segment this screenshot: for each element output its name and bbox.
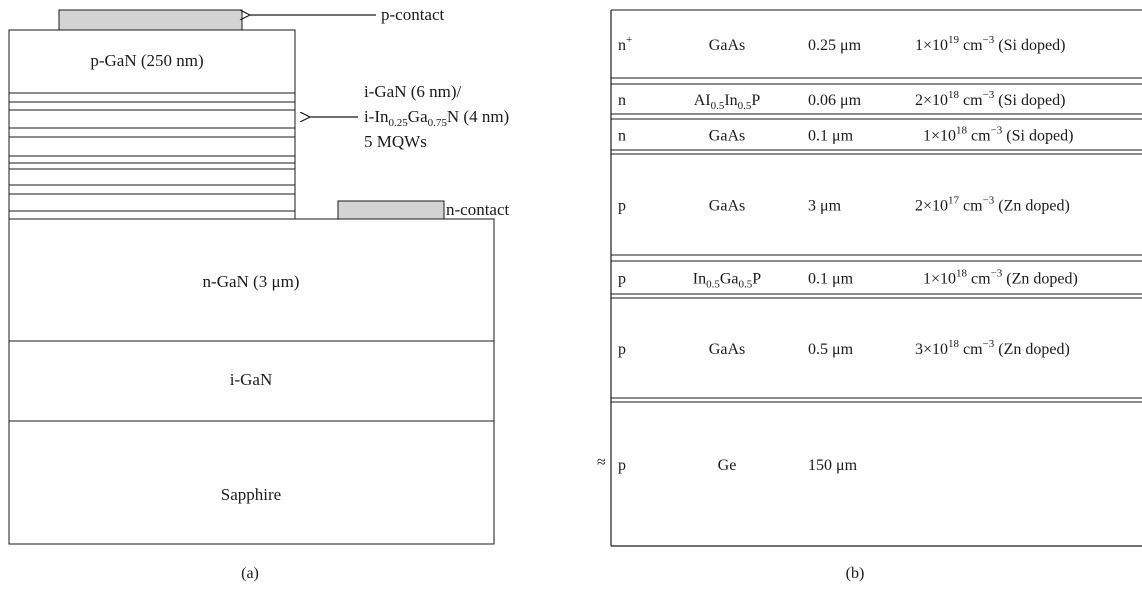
n-gan-layer <box>8 218 495 342</box>
panel-a-caption: (a) <box>241 565 259 582</box>
row-type: p <box>618 457 626 474</box>
i-gan-label: i-GaN <box>230 370 272 389</box>
sapphire-layer <box>8 420 495 545</box>
row-type: n+ <box>618 34 632 54</box>
row-type: p <box>618 341 626 358</box>
row-thickness: 150 μm <box>808 457 858 474</box>
row-concentration: 2×1018 cm−3 (Si doped) <box>915 89 1065 109</box>
row-thickness: 0.1 μm <box>808 128 854 145</box>
row-type: n <box>618 128 626 145</box>
break-symbol: ≈ <box>597 454 606 471</box>
n-contact-pad <box>337 200 445 220</box>
row-thickness: 0.5 μm <box>808 341 854 358</box>
row-thickness: 0.1 μm <box>808 271 854 288</box>
row-material: GaAs <box>709 198 745 215</box>
row-concentration: 1×1018 cm−3 (Si doped) <box>923 125 1073 145</box>
n-gan-label: n-GaN (3 μm) <box>203 272 300 291</box>
row-material: GaAs <box>709 37 745 54</box>
mqw-label-line2: i-In0.25Ga0.75N (4 nm) <box>364 107 509 129</box>
row-material: AI0.5In0.5P <box>694 92 761 112</box>
sapphire-label: Sapphire <box>221 485 281 504</box>
row-concentration: 2×1017 cm−3 (Zn doped) <box>915 195 1070 215</box>
p-gan-label: p-GaN (250 nm) <box>90 51 203 70</box>
row-material: GaAs <box>709 341 745 358</box>
row-concentration: 3×1018 cm−3 (Zn doped) <box>915 338 1070 358</box>
mqw-label-line1: i-GaN (6 nm)/ <box>364 82 462 101</box>
panel-b-caption: (b) <box>846 565 865 582</box>
row-material: GaAs <box>709 128 745 145</box>
row-thickness: 3 μm <box>808 198 842 215</box>
mqw-lines <box>9 92 295 212</box>
mqw-label-line3: 5 MQWs <box>364 132 427 151</box>
row-thickness: 0.06 μm <box>808 92 862 109</box>
i-gan-layer <box>8 340 495 422</box>
row-material: Ge <box>718 457 737 474</box>
row-type: p <box>618 198 626 215</box>
layer-table: n+ GaAs 0.25 μm 1×1019 cm−3 (Si doped) n AI0.… <box>611 34 1142 474</box>
p-contact-pad <box>58 9 243 31</box>
n-contact-label: n-contact <box>446 200 510 219</box>
row-thickness: 0.25 μm <box>808 37 862 54</box>
panel-a: p-contact p-GaN (250 nm) i-GaN (6 nm)/ i… <box>8 5 510 582</box>
row-concentration: 1×1019 cm−3 (Si doped) <box>915 34 1065 54</box>
row-material: In0.5Ga0.5P <box>693 271 761 291</box>
p-contact-label: p-contact <box>381 5 445 24</box>
row-type: n <box>618 92 626 109</box>
row-type: p <box>618 271 626 288</box>
panel-b: ≈ n+ GaAs 0.25 μm 1×1019 cm−3 (Si doped) n AI… <box>597 9 1142 582</box>
row-concentration: 1×1018 cm−3 (Zn doped) <box>923 268 1078 288</box>
